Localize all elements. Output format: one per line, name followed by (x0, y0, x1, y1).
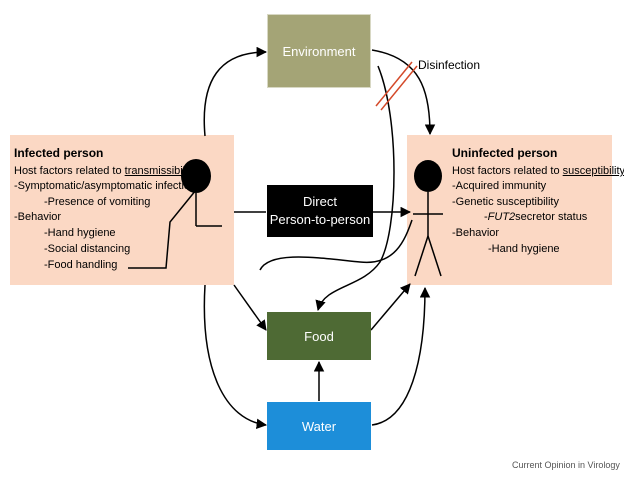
infected-factors-key: transmissibility (124, 165, 197, 177)
infected-factors: Host factors related to transmissibility (14, 164, 196, 179)
infected-line-1: -Symptomatic/asymptomatic infection (14, 180, 197, 192)
uninfected-line-3-gene: FUT2 (487, 211, 516, 223)
uninfected-person-panel (407, 135, 612, 285)
arrow-water-to-uninfected (371, 286, 431, 426)
infected-factors-prefix: Host factors related to (14, 165, 125, 177)
infected-line-6: -Food handling (44, 259, 118, 271)
uninfected-person-icon (413, 160, 443, 277)
direct-node: Direct Person-to-person (267, 185, 373, 237)
arrow-infected-to-water (203, 284, 268, 430)
arrow-water-to-uninfected-via-direct (259, 219, 413, 271)
infected-line-4: -Hand hygiene (44, 227, 116, 239)
arrow-infected-to-environment (203, 46, 268, 137)
uninfected-line-3-prefix: - (484, 211, 488, 223)
uninfected-factors-key: susceptibility (562, 165, 624, 177)
infected-line-5: -Social distancing (44, 243, 131, 255)
environment-node: Environment (267, 14, 371, 88)
uninfected-line-3: -FUT2secretor status (484, 210, 587, 225)
disinfection-label: Disinfection (418, 58, 481, 72)
infected-line-2: -Presence of vomiting (44, 196, 151, 208)
arrow-environment-to-food (315, 65, 395, 312)
uninfected-line-4: -Behavior (452, 227, 500, 239)
uninfected-title: Uninfected person (452, 146, 558, 160)
uninfected-line-5: -Hand hygiene (488, 243, 560, 255)
uninfected-line-3-suffix: secretor status (515, 211, 588, 223)
food-node: Food (267, 312, 371, 360)
infected-line-3: -Behavior (14, 211, 62, 223)
arrow-food-to-uninfected (370, 283, 411, 331)
arrow-infected-to-food (233, 284, 267, 331)
journal-credit: Current Opinion in Virology (512, 460, 620, 470)
uninfected-line-2: -Genetic susceptibility (452, 196, 559, 208)
uninfected-factors-prefix: Host factors related to (452, 165, 563, 177)
direct-label-line1: Direct (303, 194, 337, 209)
arrow-environment-to-uninfected (371, 49, 436, 136)
uninfected-factors: Host factors related to susceptibility (452, 164, 624, 179)
infected-title: Infected person (14, 146, 104, 160)
disinfection-mark (375, 61, 418, 111)
water-node: Water (267, 402, 371, 450)
infected-person-icon (128, 159, 222, 269)
uninfected-line-1: -Acquired immunity (452, 180, 547, 192)
direct-label-line2: Person-to-person (269, 212, 371, 227)
